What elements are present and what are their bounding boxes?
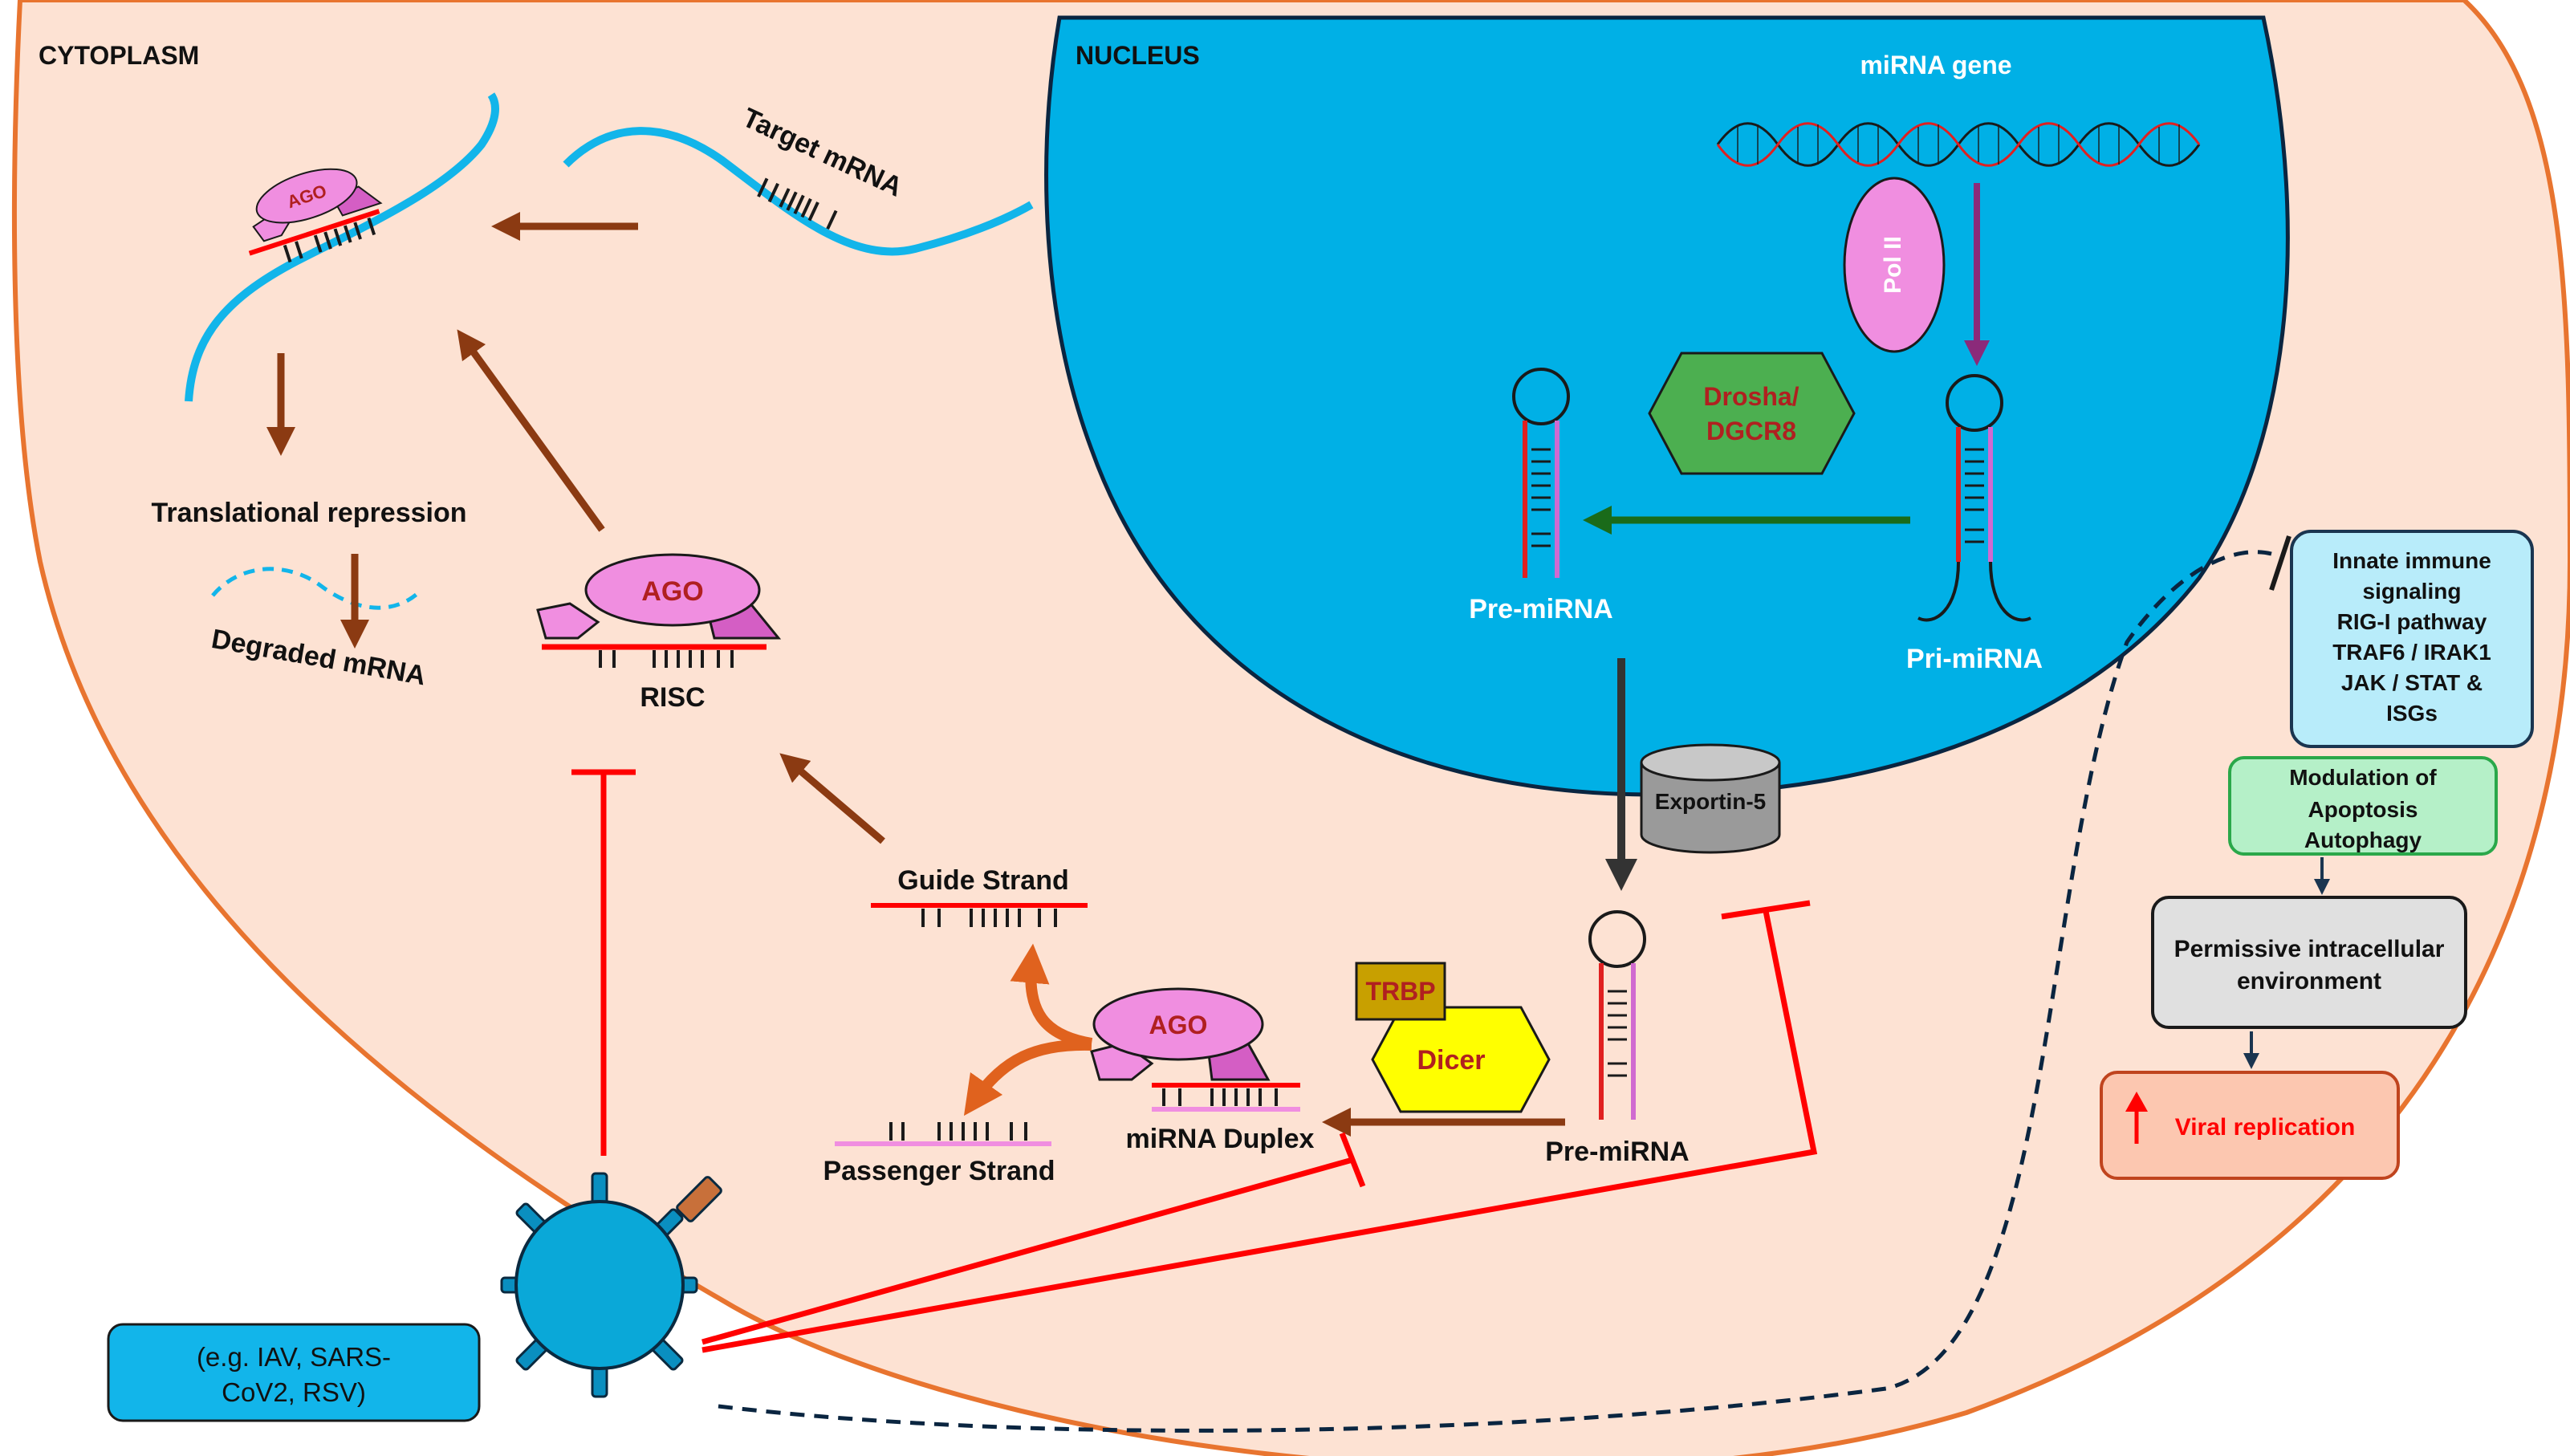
innate-line-5: JAK / STAT &	[2341, 670, 2483, 695]
pri-mirna-label: Pri-miRNA	[1906, 644, 2043, 674]
permissive-line-1: Permissive intracellular	[2174, 936, 2445, 962]
bound-ago-icon: AGO	[248, 168, 383, 263]
innate-line-2: signaling	[2363, 579, 2462, 604]
mirna-duplex-icon	[1152, 1083, 1300, 1112]
innate-immune-text: Innate immune signaling RIG-I pathway TR…	[2332, 548, 2491, 726]
pre-mirna-nucleus-hairpin-icon	[1512, 368, 1570, 578]
trbp-label: TRBP	[1365, 977, 1435, 1006]
viral-inhibition-duplex	[701, 1132, 1366, 1345]
risc-label: RISC	[640, 682, 705, 713]
up-arrow-icon	[2125, 1092, 2148, 1144]
innate-line-6: ISGs	[2386, 701, 2438, 726]
ago-duplex-protein	[1090, 987, 1271, 1081]
permissive-environment-box	[2151, 896, 2467, 1029]
virus-particle-icon	[500, 1172, 722, 1398]
innate-line-1: Innate immune	[2332, 548, 2491, 573]
mirna-duplex-label: miRNA Duplex	[1126, 1124, 1315, 1154]
virus-examples-line2: CoV2, RSV)	[222, 1377, 366, 1407]
drosha-label-line2: DGCR8	[1706, 417, 1796, 445]
apoptosis-line-3: Autophagy	[2304, 828, 2422, 852]
pol-ii-label: Pol II	[1880, 236, 1906, 294]
dicer-label: Dicer	[1417, 1045, 1485, 1076]
degraded-mrna-strand	[211, 567, 423, 610]
trbp-protein	[1355, 962, 1446, 1021]
guide-strand-label: Guide Strand	[897, 865, 1068, 896]
permissive-line-2: environment	[2237, 968, 2381, 994]
pre-mirna-cytoplasm-hairpin-icon	[1588, 910, 1646, 1120]
passenger-strand-label: Passenger Strand	[823, 1156, 1055, 1186]
pol-ii-enzyme	[1843, 177, 1946, 353]
innate-immune-box	[2290, 530, 2534, 748]
innate-block-bar	[2269, 535, 2291, 591]
pri-mirna-hairpin-icon	[1917, 374, 2031, 622]
virus-examples-box	[107, 1323, 481, 1422]
passenger-strand-icon	[835, 1122, 1051, 1146]
nucleus-label: NUCLEUS	[1076, 41, 1200, 70]
apoptosis-line-1: Modulation of	[2289, 765, 2437, 790]
apoptosis-text: Modulation of Apoptosis Autophagy	[2289, 765, 2437, 852]
risc-to-target-arrow	[457, 329, 605, 532]
risc-complex-icon	[536, 553, 782, 668]
viral-replication-label: Viral replication	[2175, 1114, 2356, 1141]
drosha-label-line1: Drosha/	[1703, 382, 1799, 411]
pre-mirna-cytoplasm-label: Pre-miRNA	[1545, 1137, 1689, 1167]
dna-helix-icon	[1716, 122, 2201, 167]
ago-duplex-label: AGO	[1149, 1011, 1208, 1039]
ago-risc-label: AGO	[641, 576, 703, 607]
apoptosis-box	[2228, 756, 2498, 856]
cytoplasm-label: CYTOPLASM	[39, 41, 199, 70]
translational-repression-label: Translational repression	[151, 498, 466, 528]
viral-signaling-dashed-path	[718, 550, 2272, 1433]
exportin-5-channel	[1640, 743, 1781, 854]
target-mrna-seed-marks	[757, 177, 838, 230]
viral-replication-box	[2100, 1071, 2400, 1180]
viral-inhibition-premirna	[701, 900, 1818, 1353]
innate-line-4: TRAF6 / IRAK1	[2332, 640, 2491, 665]
target-mrna-strand	[563, 127, 1034, 256]
strand-separation-arrow-down	[963, 1039, 1092, 1116]
exportin-5-label: Exportin-5	[1655, 789, 1766, 814]
apoptosis-line-2: Apoptosis	[2308, 797, 2418, 822]
virus-examples-line1: (e.g. IAV, SARS-	[197, 1342, 391, 1372]
viral-inhibition-risc	[571, 769, 636, 1156]
guide-strand-icon	[871, 903, 1088, 927]
innate-line-3: RIG-I pathway	[2337, 609, 2487, 634]
guide-to-risc-arrow	[779, 753, 885, 844]
mirna-gene-label: miRNA gene	[1860, 51, 2011, 79]
pre-mirna-nucleus-label: Pre-miRNA	[1469, 594, 1612, 624]
drosha-dgcr8-complex	[1648, 352, 1856, 475]
